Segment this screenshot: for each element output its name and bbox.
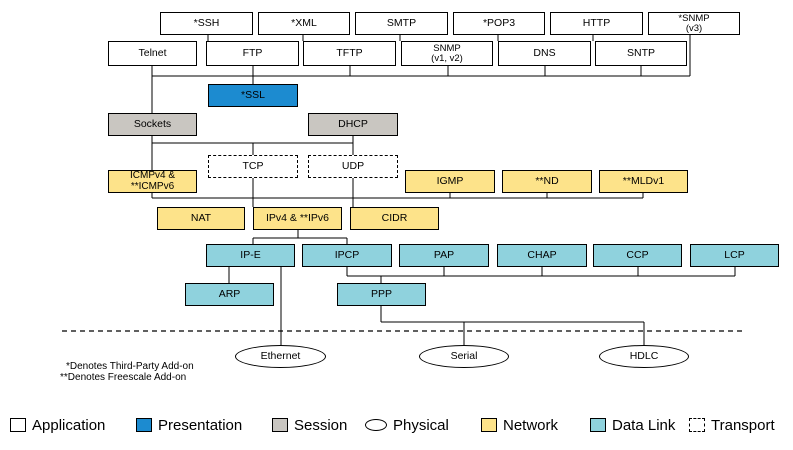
dns-box: DNS (498, 41, 591, 66)
legend-physical: Physical (365, 416, 449, 434)
arp-box: ARP (185, 283, 274, 306)
ipcp-box: IPCP (302, 244, 392, 267)
legend-presentation: Presentation (136, 416, 242, 434)
legend-network-label: Network (503, 416, 559, 434)
ssh-box: *SSH (160, 12, 253, 35)
legend-session-swatch (272, 418, 288, 432)
legend-application-swatch (10, 418, 26, 432)
lcp-box: LCP (690, 244, 779, 267)
legend-presentation-swatch (136, 418, 152, 432)
snmp-v3-box: *SNMP (v3) (648, 12, 740, 35)
igmp-box: IGMP (405, 170, 495, 193)
legend-data-link-label: Data Link (612, 416, 676, 434)
legend-application-label: Application (32, 416, 106, 434)
tftp-box: TFTP (303, 41, 396, 66)
legend-session-label: Session (294, 416, 348, 434)
nd-box: **ND (502, 170, 592, 193)
serial-ellipse: Serial (419, 345, 509, 368)
legend-transport-swatch (689, 418, 705, 432)
legend-network: Network (481, 416, 558, 434)
ccp-box: CCP (593, 244, 682, 267)
legend-physical-label: Physical (393, 416, 449, 434)
ipv4-ipv6-box: IPv4 & **IPv6 (253, 207, 342, 230)
snmp-v1v2-box: SNMP (v1, v2) (401, 41, 493, 66)
legend-presentation-label: Presentation (158, 416, 243, 434)
tcp-box: TCP (208, 155, 298, 178)
legend-application: Application (10, 416, 105, 434)
chap-box: CHAP (497, 244, 587, 267)
legend-session: Session (272, 416, 347, 434)
legend-transport: Transport (689, 416, 775, 434)
telnet-box: Telnet (108, 41, 197, 66)
pop3-box: *POP3 (453, 12, 545, 35)
ipe-box: IP-E (206, 244, 295, 267)
legend-physical-swatch (365, 419, 387, 431)
sntp-box: SNTP (595, 41, 687, 66)
pap-box: PAP (399, 244, 489, 267)
hdlc-ellipse: HDLC (599, 345, 689, 368)
legend-data-link: Data Link (590, 416, 675, 434)
legend-network-swatch (481, 418, 497, 432)
icmp-box: ICMPv4 & **ICMPv6 (108, 170, 197, 193)
sockets-box: Sockets (108, 113, 197, 136)
dhcp-box: DHCP (308, 113, 398, 136)
cidr-box: CIDR (350, 207, 439, 230)
freescale-note: **Denotes Freescale Add-on (60, 372, 187, 383)
ssl-box: *SSL (208, 84, 298, 107)
ethernet-ellipse: Ethernet (235, 345, 326, 368)
xml-box: *XML (258, 12, 350, 35)
nat-box: NAT (157, 207, 245, 230)
http-box: HTTP (550, 12, 643, 35)
third-party-note: *Denotes Third-Party Add-on (66, 361, 194, 372)
mldv1-box: **MLDv1 (599, 170, 688, 193)
ftp-box: FTP (206, 41, 299, 66)
ppp-box: PPP (337, 283, 426, 306)
smtp-box: SMTP (355, 12, 448, 35)
legend-data-link-swatch (590, 418, 606, 432)
legend-transport-label: Transport (711, 416, 775, 434)
udp-box: UDP (308, 155, 398, 178)
